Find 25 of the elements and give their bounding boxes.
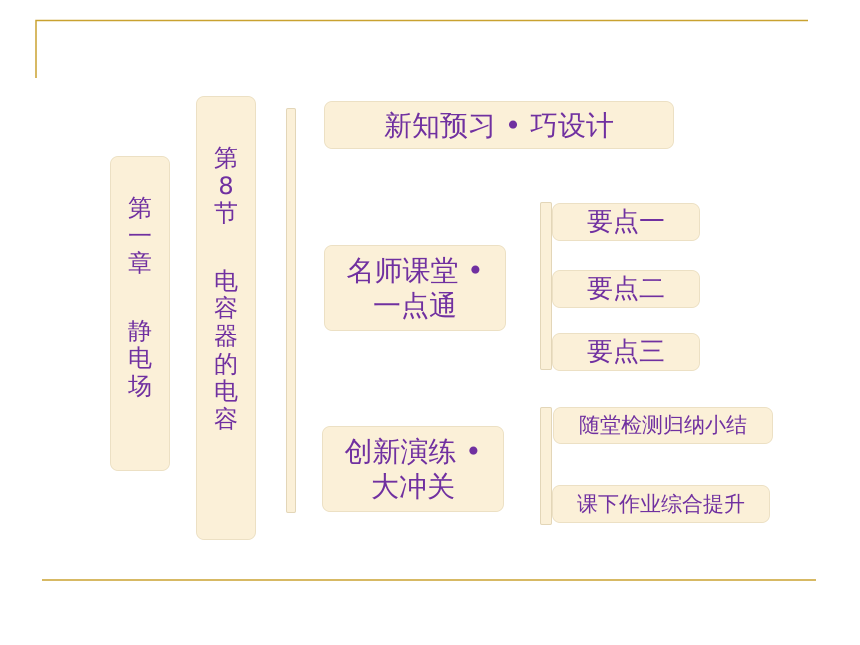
section-box <box>324 245 506 331</box>
bracket-bar <box>540 407 552 525</box>
label-text: 电容器的电容 <box>214 268 238 434</box>
chapter-panel <box>110 156 170 471</box>
section-box <box>322 426 504 512</box>
section-box <box>552 333 700 371</box>
label-text: 随堂检测归纳小结 <box>579 412 747 439</box>
section-box <box>553 407 773 444</box>
section-box <box>552 270 700 308</box>
label-text: 要点一 <box>587 206 665 238</box>
label-text: 第一章 <box>128 195 152 278</box>
label-text: 要点二 <box>587 272 665 306</box>
label-text: 静电场 <box>128 318 152 401</box>
section-box <box>324 101 674 149</box>
label-text: 第8节 <box>214 145 238 228</box>
chapter-panel <box>196 96 256 540</box>
section-box <box>552 485 770 523</box>
label-text: 创新演练 • 大冲关 <box>343 434 483 504</box>
section-box <box>552 203 700 241</box>
bracket-bar <box>286 108 296 513</box>
bracket-bar <box>540 202 552 370</box>
label-text: 新知预习 • 巧设计 <box>384 108 614 142</box>
label-text: 名师课堂 • 一点通 <box>345 253 485 323</box>
label-text: 课下作业综合提升 <box>577 490 745 518</box>
label-text: 要点三 <box>587 336 665 368</box>
